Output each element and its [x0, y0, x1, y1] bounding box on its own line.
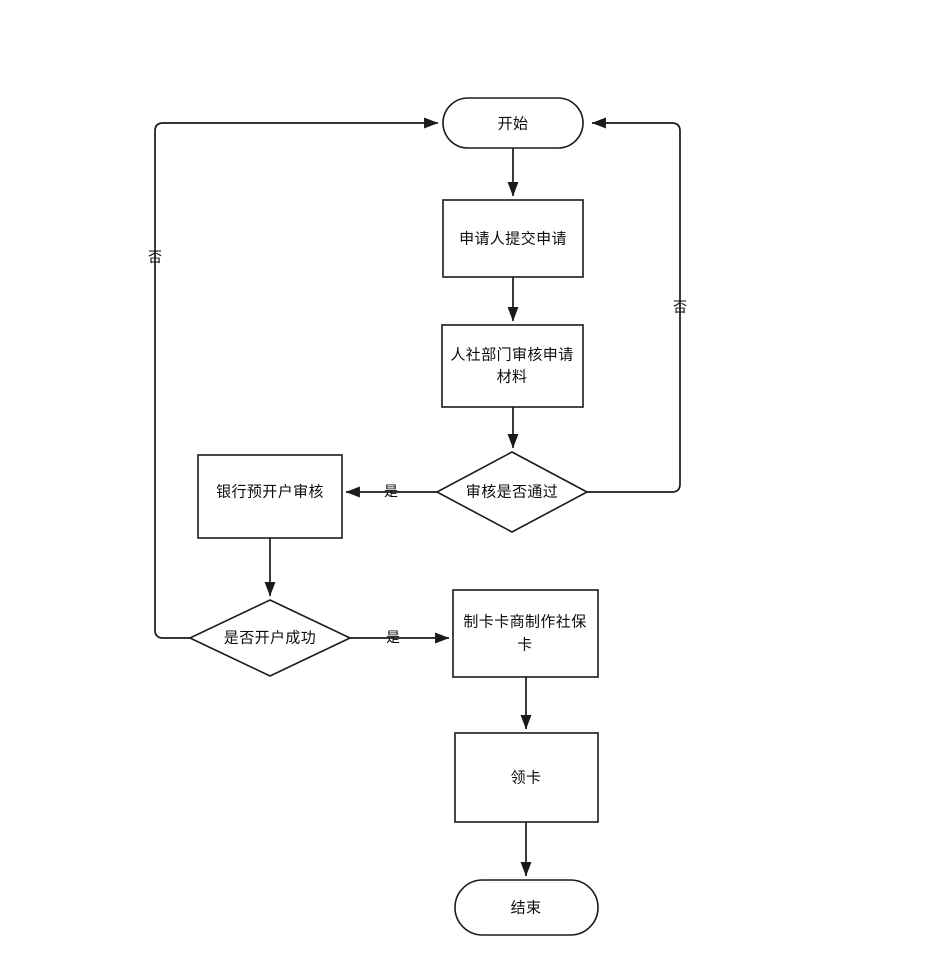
node-review-decision[interactable]: 审核是否通过	[435, 451, 589, 533]
edge-label-review-no: 否	[148, 250, 162, 266]
node-bank-open-shape	[197, 454, 343, 539]
node-submit-label: 申请人提交申请	[459, 230, 567, 248]
node-review-label-line1: 人社部门审核申请	[450, 346, 573, 364]
edge-decision-no-to-start	[587, 117, 681, 493]
node-review-label-line2: 材料	[497, 368, 528, 386]
node-start-shape	[442, 97, 584, 149]
node-review-decision-label: 审核是否通过	[466, 483, 558, 501]
edge-label-open-yes: 是	[386, 630, 400, 646]
node-make-card[interactable]: 制卡卡商制作社保 卡	[452, 589, 599, 678]
node-start[interactable]: 开始	[442, 97, 584, 149]
node-end-label: 结束	[511, 899, 542, 917]
node-open-decision[interactable]: 是否开户成功	[188, 599, 352, 677]
node-make-card-label-line1: 制卡卡商制作社保	[463, 613, 586, 631]
node-end[interactable]: 结束	[454, 879, 599, 936]
node-make-card-label-line2: 卡	[517, 636, 532, 654]
edge-label-review-yes: 是	[384, 484, 398, 500]
node-collect-card-label: 领卡	[511, 769, 542, 787]
node-submit-application[interactable]: 申请人提交申请	[442, 199, 584, 278]
node-start-label: 开始	[498, 115, 529, 133]
node-collect-card[interactable]: 领卡	[454, 732, 599, 823]
edge-open-no-to-start	[154, 117, 439, 639]
node-collect-card-shape	[454, 732, 599, 823]
node-end-shape	[454, 879, 599, 936]
node-review-decision-shape	[435, 451, 589, 533]
node-make-card-shape	[452, 589, 599, 678]
node-bank-open-label: 银行预开户审核	[216, 483, 324, 501]
edge-label-open-no: 否	[673, 300, 687, 316]
node-submit-shape	[442, 199, 584, 278]
node-bank-account-review[interactable]: 银行预开户审核	[197, 454, 343, 539]
node-review-shape	[441, 324, 584, 408]
node-open-decision-label: 是否开户成功	[224, 629, 316, 647]
node-department-review[interactable]: 人社部门审核申请 材料	[441, 324, 584, 408]
node-open-decision-shape	[188, 599, 352, 677]
